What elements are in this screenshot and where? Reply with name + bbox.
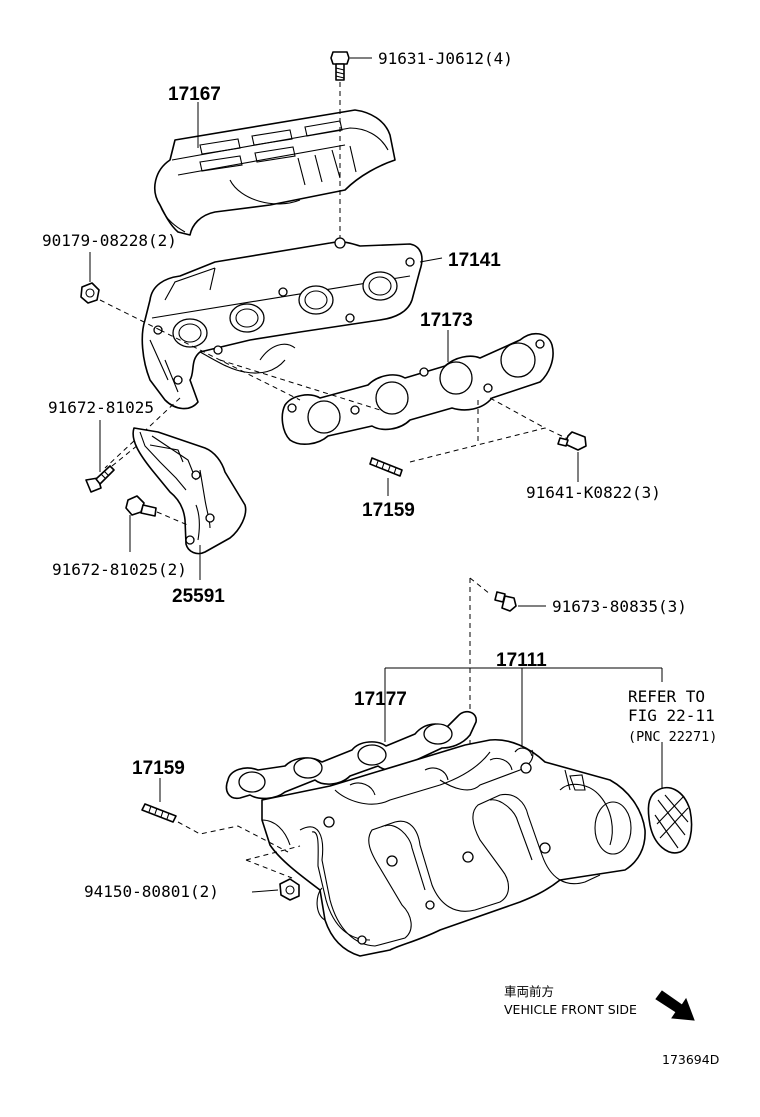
direction-label-jp: 車両前方 xyxy=(504,984,554,999)
stud-17159-upper[interactable] xyxy=(369,457,403,477)
bolt-91673-80835[interactable] xyxy=(494,591,517,612)
leader-17111 xyxy=(384,667,663,752)
callout-91672-81025[interactable]: 91672-81025 xyxy=(48,398,154,417)
sensor-stud xyxy=(564,769,571,791)
bolt-91631-J0612[interactable] xyxy=(330,51,350,81)
dash-align-6 xyxy=(104,397,181,469)
throttle-body-gasket[interactable] xyxy=(647,786,693,854)
exhaust-manifold-17141[interactable] xyxy=(141,237,423,410)
nut-90179-08228[interactable] xyxy=(80,282,100,304)
bracket-25591[interactable] xyxy=(132,427,247,555)
nut-94150-80801[interactable] xyxy=(279,878,300,901)
callout-91672-81025-2[interactable]: 91672-81025(2) xyxy=(52,560,187,579)
dash-align-5 xyxy=(489,397,546,429)
callout-17111[interactable]: 17111 xyxy=(496,650,547,671)
callout-17159-lower[interactable]: 17159 xyxy=(132,758,185,779)
dash-91673-b xyxy=(469,577,491,595)
gasket-17177[interactable] xyxy=(225,710,477,800)
heat-insulator-17167[interactable] xyxy=(154,109,396,236)
bolt-91641-K0822[interactable] xyxy=(557,431,587,451)
bolt-91672-81025-long[interactable] xyxy=(85,465,115,493)
dash-90179 xyxy=(99,299,161,331)
callout-refer-to[interactable]: REFER TO xyxy=(628,687,705,706)
callout-fig-22-11[interactable]: FIG 22-11 xyxy=(628,706,715,725)
dash-17159-lower xyxy=(177,821,289,853)
dash-align-2 xyxy=(219,359,381,411)
callout-pnc-22271[interactable]: (PNC 22271) xyxy=(628,729,717,745)
front-direction-arrow-icon xyxy=(655,990,695,1021)
callout-25591[interactable]: 25591 xyxy=(172,586,225,607)
callout-91673-80835[interactable]: 91673-80835(3) xyxy=(552,597,687,616)
direction-label-en: VEHICLE FRONT SIDE xyxy=(504,1002,637,1017)
leader-17141 xyxy=(419,257,443,263)
callout-17167[interactable]: 17167 xyxy=(168,84,221,105)
dash-94150 xyxy=(245,845,301,879)
bolt-91672-81025-short[interactable] xyxy=(125,495,157,517)
dash-91672-b xyxy=(156,511,191,527)
callout-17173[interactable]: 17173 xyxy=(420,310,473,331)
callout-90179-08228[interactable]: 90179-08228(2) xyxy=(42,231,177,250)
figure-id: 173694D xyxy=(662,1052,719,1067)
dash-91672-a xyxy=(111,444,139,467)
callout-17177[interactable]: 17177 xyxy=(354,689,407,710)
callout-94150-80801[interactable]: 94150-80801(2) xyxy=(84,882,219,901)
dash-align-1 xyxy=(159,329,301,401)
callout-91641-K0822[interactable]: 91641-K0822(3) xyxy=(526,483,661,502)
callout-17159-upper[interactable]: 17159 xyxy=(362,500,415,521)
dash-align-3 xyxy=(409,427,571,463)
callout-17141[interactable]: 17141 xyxy=(448,250,501,271)
gasket-17173[interactable] xyxy=(281,332,554,445)
stud-17159-lower[interactable] xyxy=(141,803,177,823)
leader-94150 xyxy=(251,889,279,893)
callout-91631-J0612[interactable]: 91631-J0612(4) xyxy=(378,49,513,68)
intake-manifold-17111[interactable] xyxy=(261,738,646,957)
